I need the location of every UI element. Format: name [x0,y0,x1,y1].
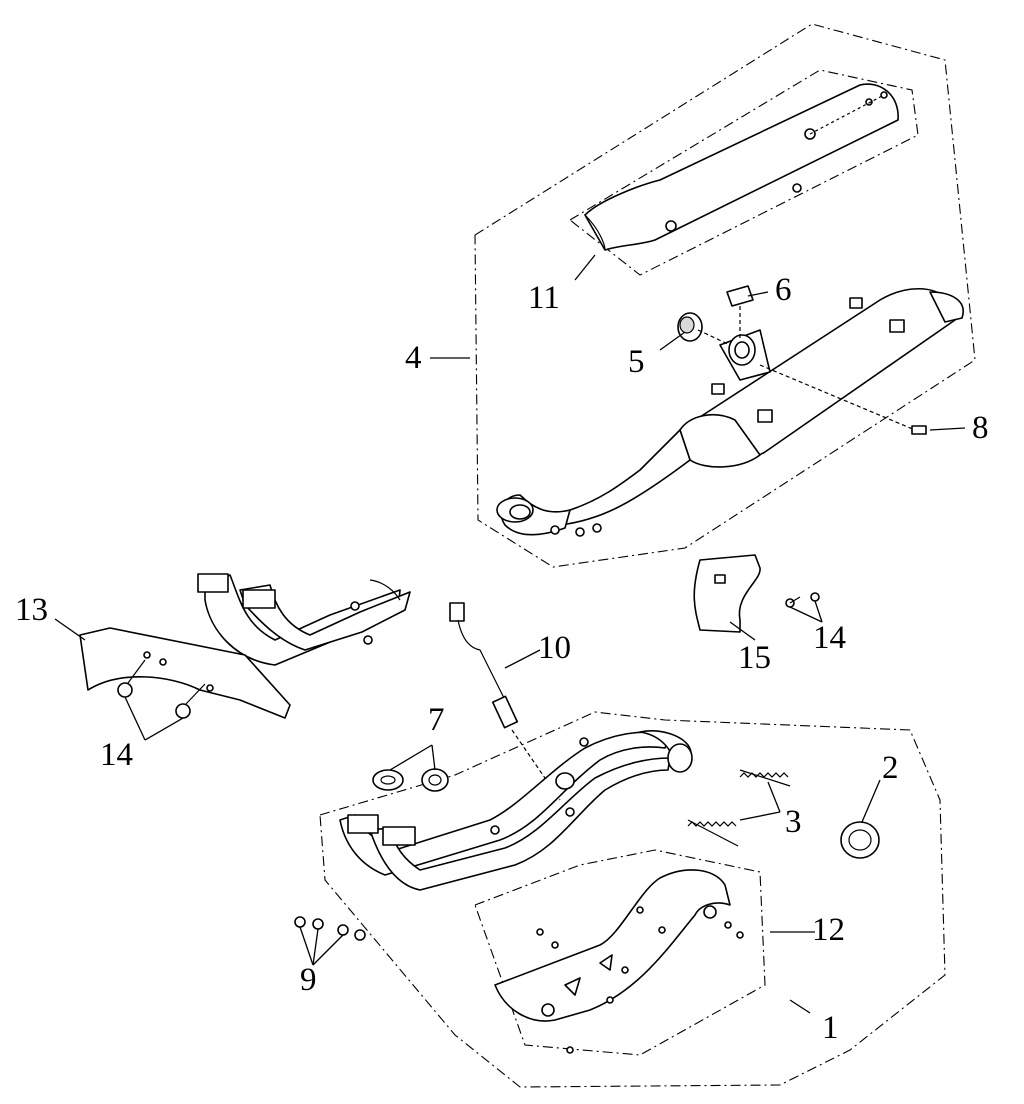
callout-2: 2 [882,750,899,786]
heat-shield-boundary [569,69,919,276]
callout-3: 3 [785,804,802,840]
callout-15: 15 [738,640,771,676]
leader-lines [54,254,966,1014]
callout-12: 12 [812,912,845,948]
callout-10: 10 [538,630,571,666]
mounting-plate [726,285,754,307]
seal-ring [840,821,880,859]
muffler [496,288,964,537]
callout-7: 7 [428,702,445,738]
callout-6: 6 [775,272,792,308]
callout-14-right: 14 [813,620,846,656]
muffler-heat-shield [584,83,899,251]
callout-4: 4 [405,340,422,376]
pipe-heat-shield-boundary [474,849,766,1056]
header-assembly-boundary [319,711,946,1088]
gasket-plate [693,554,761,633]
callout-11: 11 [528,280,560,316]
header-pipes-left [197,573,411,666]
callout-14-left: 14 [100,737,133,773]
muffler-assembly-boundary [474,23,976,568]
callout-8: 8 [972,410,989,446]
callout-5: 5 [628,344,645,380]
nuts [294,916,366,941]
rubber-bushing [677,312,703,342]
springs [687,769,791,847]
plate-bolts [785,592,820,608]
header-bracket [79,627,291,719]
bracket-bolts [117,659,206,719]
header-pipes [339,730,693,891]
callout-1: 1 [822,1010,839,1046]
callout-13: 13 [15,592,48,628]
pipe-gaskets [372,768,449,792]
callout-9: 9 [300,962,317,998]
pipe-heat-shield [494,869,744,1054]
muffler-bolt [759,364,927,435]
